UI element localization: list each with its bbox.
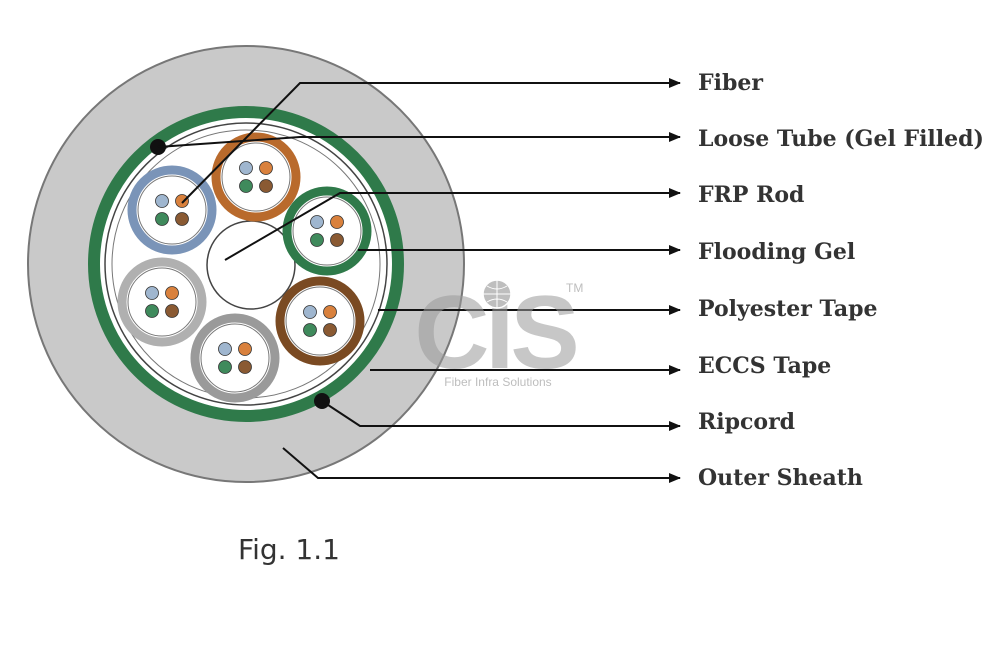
tube-lower-left-fiber bbox=[145, 286, 159, 300]
loose-tubes bbox=[117, 132, 372, 403]
label-flooding-gel: Flooding Gel bbox=[698, 239, 855, 265]
tube-upper-right-fiber bbox=[310, 215, 324, 229]
tube-upper-right-fiber bbox=[310, 233, 324, 247]
polyester-tape bbox=[104, 122, 388, 406]
cis-watermark: CIS TM Fiber Infra Solutions bbox=[414, 275, 583, 391]
tube-upper-left-fiber bbox=[175, 212, 189, 226]
label-fiber: Fiber bbox=[698, 70, 763, 96]
label-loose-tube: Loose Tube (Gel Filled) bbox=[698, 126, 984, 152]
tube-bottom-fiber bbox=[218, 342, 232, 356]
tube-bottom-fiber bbox=[238, 360, 252, 374]
tube-top-fiber bbox=[259, 161, 273, 175]
frp-rod bbox=[206, 220, 296, 310]
tube-lower-left bbox=[117, 257, 207, 347]
tube-upper-left bbox=[127, 165, 217, 255]
tube-upper-left-fiber bbox=[175, 194, 189, 208]
tube-top-fiber bbox=[239, 179, 253, 193]
label-outer-sheath: Outer Sheath bbox=[698, 465, 863, 491]
tube-bottom-fiber bbox=[218, 360, 232, 374]
watermark-trademark: TM bbox=[566, 281, 583, 295]
tube-lower-left-fiber bbox=[165, 304, 179, 318]
tube-upper-right-fiber bbox=[330, 233, 344, 247]
tube-lower-left-fiber bbox=[165, 286, 179, 300]
leader-frp-rod bbox=[224, 188, 681, 261]
tube-lower-left-fiber bbox=[145, 304, 159, 318]
tube-top-inner-wall bbox=[221, 142, 291, 212]
tube-lower-right-fiber bbox=[323, 323, 337, 337]
tube-upper-right-fiber bbox=[330, 215, 344, 229]
leader-lines bbox=[157, 78, 681, 483]
tube-bottom-fiber bbox=[238, 342, 252, 356]
tube-upper-left-fiber bbox=[155, 194, 169, 208]
tube-bottom-inner-wall bbox=[200, 323, 270, 393]
tube-lower-right-fiber bbox=[303, 305, 317, 319]
tube-top bbox=[211, 132, 301, 222]
leader-ripcord bbox=[321, 400, 681, 431]
tube-upper-right-inner-wall bbox=[292, 196, 362, 266]
leader-outer-sheath bbox=[282, 447, 681, 483]
label-polyester-tape: Polyester Tape bbox=[698, 296, 877, 322]
tube-lower-right bbox=[275, 276, 365, 366]
tube-top-fiber bbox=[259, 179, 273, 193]
tube-upper-left-inner-wall bbox=[137, 175, 207, 245]
tube-upper-left-fiber bbox=[155, 212, 169, 226]
leader-loose-tube bbox=[157, 132, 681, 148]
watermark-tagline: Fiber Infra Solutions bbox=[444, 375, 551, 389]
leader-fiber bbox=[181, 78, 681, 204]
tube-lower-right-inner-wall bbox=[285, 286, 355, 356]
label-ripcord: Ripcord bbox=[698, 409, 795, 435]
label-frp-rod: FRP Rod bbox=[698, 182, 804, 208]
tube-top-fiber bbox=[239, 161, 253, 175]
tube-upper-right bbox=[282, 186, 372, 276]
globe-grid bbox=[483, 280, 511, 308]
figure-caption: Fig. 1.1 bbox=[238, 533, 340, 566]
tube-lower-right-fiber bbox=[303, 323, 317, 337]
tube-bottom bbox=[190, 313, 280, 403]
tube-lower-left-inner-wall bbox=[127, 267, 197, 337]
label-eccs-tape: ECCS Tape bbox=[698, 353, 831, 379]
tube-lower-right-fiber bbox=[323, 305, 337, 319]
